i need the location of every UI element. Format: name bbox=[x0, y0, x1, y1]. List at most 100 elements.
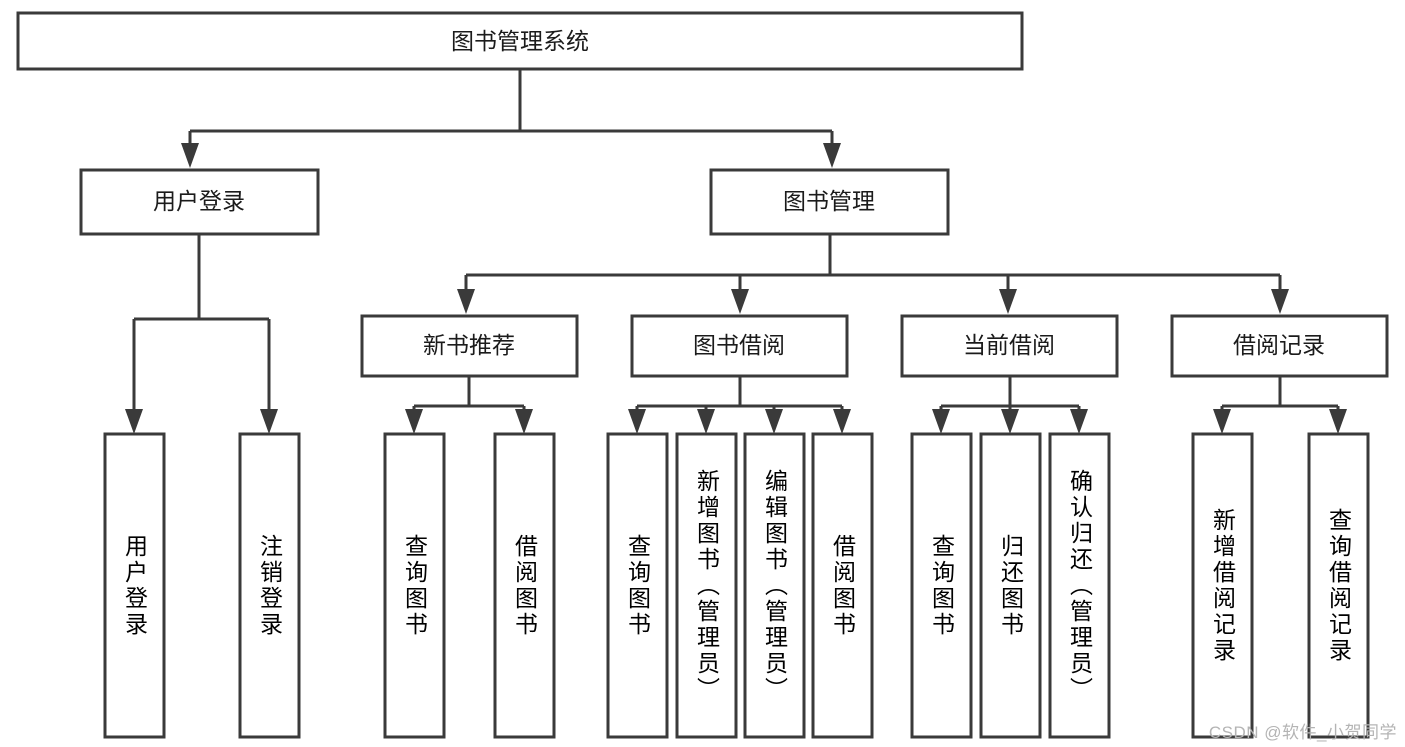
node-root-label: 图书管理系统 bbox=[451, 28, 589, 54]
edge-group-current-borrow-to-leaves bbox=[932, 376, 1088, 434]
node-leaf-add-record-label: 新增借阅记录 bbox=[1209, 507, 1236, 664]
node-leaf-add-book-box[interactable] bbox=[675, 432, 738, 739]
arrow-br-to-add-record bbox=[1213, 409, 1231, 434]
node-leaf-query-book-1-box[interactable] bbox=[383, 432, 446, 739]
node-leaf-logout-login[interactable]: 注销登录 bbox=[238, 432, 301, 739]
arrow-root-to-user-login bbox=[181, 143, 199, 168]
arrow-nbr-to-borrow-book bbox=[515, 409, 533, 434]
arrow-bm-to-new-book-recommend bbox=[457, 289, 475, 314]
node-leaf-user-login-box[interactable] bbox=[103, 432, 166, 739]
node-leaf-query-book-1-label-wrap: 查询图书 bbox=[401, 533, 428, 638]
node-leaf-edit-book-box[interactable] bbox=[743, 432, 806, 739]
node-leaf-confirm-return-label-wrap: 确认归还（管理员） bbox=[1066, 468, 1093, 703]
node-new-book-recommend[interactable]: 新书推荐 bbox=[360, 314, 579, 378]
node-leaf-query-record-label-wrap: 查询借阅记录 bbox=[1325, 507, 1352, 664]
node-current-borrow[interactable]: 当前借阅 bbox=[900, 314, 1119, 378]
node-user-login[interactable]: 用户登录 bbox=[79, 168, 320, 236]
node-leaf-confirm-return-label: 确认归还（管理员） bbox=[1066, 468, 1093, 703]
edge-group-new-book-recommend-to-leaves bbox=[405, 376, 533, 434]
node-leaf-query-book-1[interactable]: 查询图书 bbox=[383, 432, 446, 739]
edge-group-book-borrow-to-leaves bbox=[628, 376, 851, 434]
arrow-root-to-book-management bbox=[823, 143, 841, 168]
node-leaf-borrow-book-1-label-wrap: 借阅图书 bbox=[511, 533, 538, 638]
node-leaf-add-book-label-wrap: 新增图书（管理员） bbox=[693, 468, 720, 703]
node-borrow-record-label: 借阅记录 bbox=[1233, 332, 1325, 358]
arrow-bb-to-borrow-book bbox=[833, 409, 851, 434]
node-leaf-borrow-book-1-label: 借阅图书 bbox=[511, 533, 538, 638]
arrow-cb-to-return-book bbox=[1001, 409, 1019, 434]
node-leaf-edit-book[interactable]: 编辑图书（管理员） bbox=[743, 432, 806, 739]
node-leaf-edit-book-label: 编辑图书（管理员） bbox=[761, 468, 788, 703]
arrow-bm-to-current-borrow bbox=[999, 289, 1017, 314]
node-user-login-label: 用户登录 bbox=[153, 188, 245, 214]
edge-group-borrow-record-to-leaves bbox=[1213, 376, 1347, 434]
node-current-borrow-label: 当前借阅 bbox=[963, 332, 1055, 358]
node-leaf-borrow-book-1[interactable]: 借阅图书 bbox=[493, 432, 556, 739]
node-leaf-logout-login-box[interactable] bbox=[238, 432, 301, 739]
node-leaf-confirm-return-box[interactable] bbox=[1048, 432, 1111, 739]
node-leaf-borrow-book-2-box[interactable] bbox=[811, 432, 874, 739]
node-leaf-user-login[interactable]: 用户登录 bbox=[103, 432, 166, 739]
node-leaf-add-record-label-wrap: 新增借阅记录 bbox=[1209, 507, 1236, 664]
node-leaf-query-book-2[interactable]: 查询图书 bbox=[606, 432, 669, 739]
node-leaf-query-book-3-box[interactable] bbox=[910, 432, 973, 739]
node-borrow-record[interactable]: 借阅记录 bbox=[1170, 314, 1389, 378]
node-leaf-borrow-book-1-box[interactable] bbox=[493, 432, 556, 739]
node-leaf-query-book-2-label: 查询图书 bbox=[624, 533, 651, 638]
node-leaf-add-record[interactable]: 新增借阅记录 bbox=[1191, 432, 1254, 739]
node-book-borrow-box[interactable] bbox=[630, 314, 849, 378]
node-root-box[interactable] bbox=[16, 11, 1024, 71]
node-current-borrow-box[interactable] bbox=[900, 314, 1119, 378]
node-leaf-add-book-label: 新增图书（管理员） bbox=[693, 468, 720, 703]
node-leaf-borrow-book-2-label-wrap: 借阅图书 bbox=[829, 533, 856, 638]
node-leaf-confirm-return[interactable]: 确认归还（管理员） bbox=[1048, 432, 1111, 739]
node-leaf-query-book-3-label: 查询图书 bbox=[928, 533, 955, 638]
node-user-login-box[interactable] bbox=[79, 168, 320, 236]
node-leaf-edit-book-label-wrap: 编辑图书（管理员） bbox=[761, 468, 788, 703]
arrow-bm-to-book-borrow bbox=[731, 289, 749, 314]
arrow-bb-to-query-book bbox=[628, 409, 646, 434]
node-leaf-logout-login-label: 注销登录 bbox=[256, 533, 283, 638]
node-leaf-query-book-1-label: 查询图书 bbox=[401, 533, 428, 638]
arrow-cb-to-confirm-return bbox=[1070, 409, 1088, 434]
arrow-user-login-to-leaf-logout-login bbox=[260, 409, 278, 434]
node-borrow-record-box[interactable] bbox=[1170, 314, 1389, 378]
arrow-br-to-query-record bbox=[1329, 409, 1347, 434]
arrow-user-login-to-leaf-user-login bbox=[125, 409, 143, 434]
node-book-management[interactable]: 图书管理 bbox=[709, 168, 950, 236]
edge-group-root-to-level2 bbox=[181, 69, 841, 168]
node-leaf-query-book-3-label-wrap: 查询图书 bbox=[928, 533, 955, 638]
node-book-management-label: 图书管理 bbox=[783, 188, 875, 214]
arrow-cb-to-query-book bbox=[932, 409, 950, 434]
arrow-nbr-to-query-book bbox=[405, 409, 423, 434]
node-leaf-query-book-2-box[interactable] bbox=[606, 432, 669, 739]
node-root[interactable]: 图书管理系统 bbox=[16, 11, 1024, 71]
node-leaf-query-book-3[interactable]: 查询图书 bbox=[910, 432, 973, 739]
node-leaf-logout-login-label-wrap: 注销登录 bbox=[256, 533, 283, 638]
arrow-bm-to-borrow-record bbox=[1271, 289, 1289, 314]
arrow-bb-to-add-book bbox=[697, 409, 715, 434]
node-new-book-recommend-label: 新书推荐 bbox=[423, 332, 515, 358]
node-book-borrow[interactable]: 图书借阅 bbox=[630, 314, 849, 378]
node-leaf-return-book-label: 归还图书 bbox=[997, 533, 1024, 638]
node-leaf-add-book[interactable]: 新增图书（管理员） bbox=[675, 432, 738, 739]
node-new-book-recommend-box[interactable] bbox=[360, 314, 579, 378]
node-leaf-query-book-2-label-wrap: 查询图书 bbox=[624, 533, 651, 638]
node-leaf-return-book-label-wrap: 归还图书 bbox=[997, 533, 1024, 638]
node-leaf-user-login-label-wrap: 用户登录 bbox=[121, 533, 148, 638]
node-leaf-return-book-box[interactable] bbox=[979, 432, 1042, 739]
node-leaf-borrow-book-2-label: 借阅图书 bbox=[829, 533, 856, 638]
arrow-bb-to-edit-book bbox=[765, 409, 783, 434]
node-leaf-return-book[interactable]: 归还图书 bbox=[979, 432, 1042, 739]
edge-group-user-login-to-leaves bbox=[125, 234, 278, 434]
node-leaf-user-login-label: 用户登录 bbox=[121, 533, 148, 638]
node-leaf-add-record-box[interactable] bbox=[1191, 432, 1254, 739]
node-book-management-box[interactable] bbox=[709, 168, 950, 236]
node-book-borrow-label: 图书借阅 bbox=[693, 332, 785, 358]
node-leaf-query-record[interactable]: 查询借阅记录 bbox=[1307, 432, 1370, 739]
node-leaf-query-record-label: 查询借阅记录 bbox=[1325, 507, 1352, 664]
node-leaf-query-record-box[interactable] bbox=[1307, 432, 1370, 739]
node-leaf-borrow-book-2[interactable]: 借阅图书 bbox=[811, 432, 874, 739]
